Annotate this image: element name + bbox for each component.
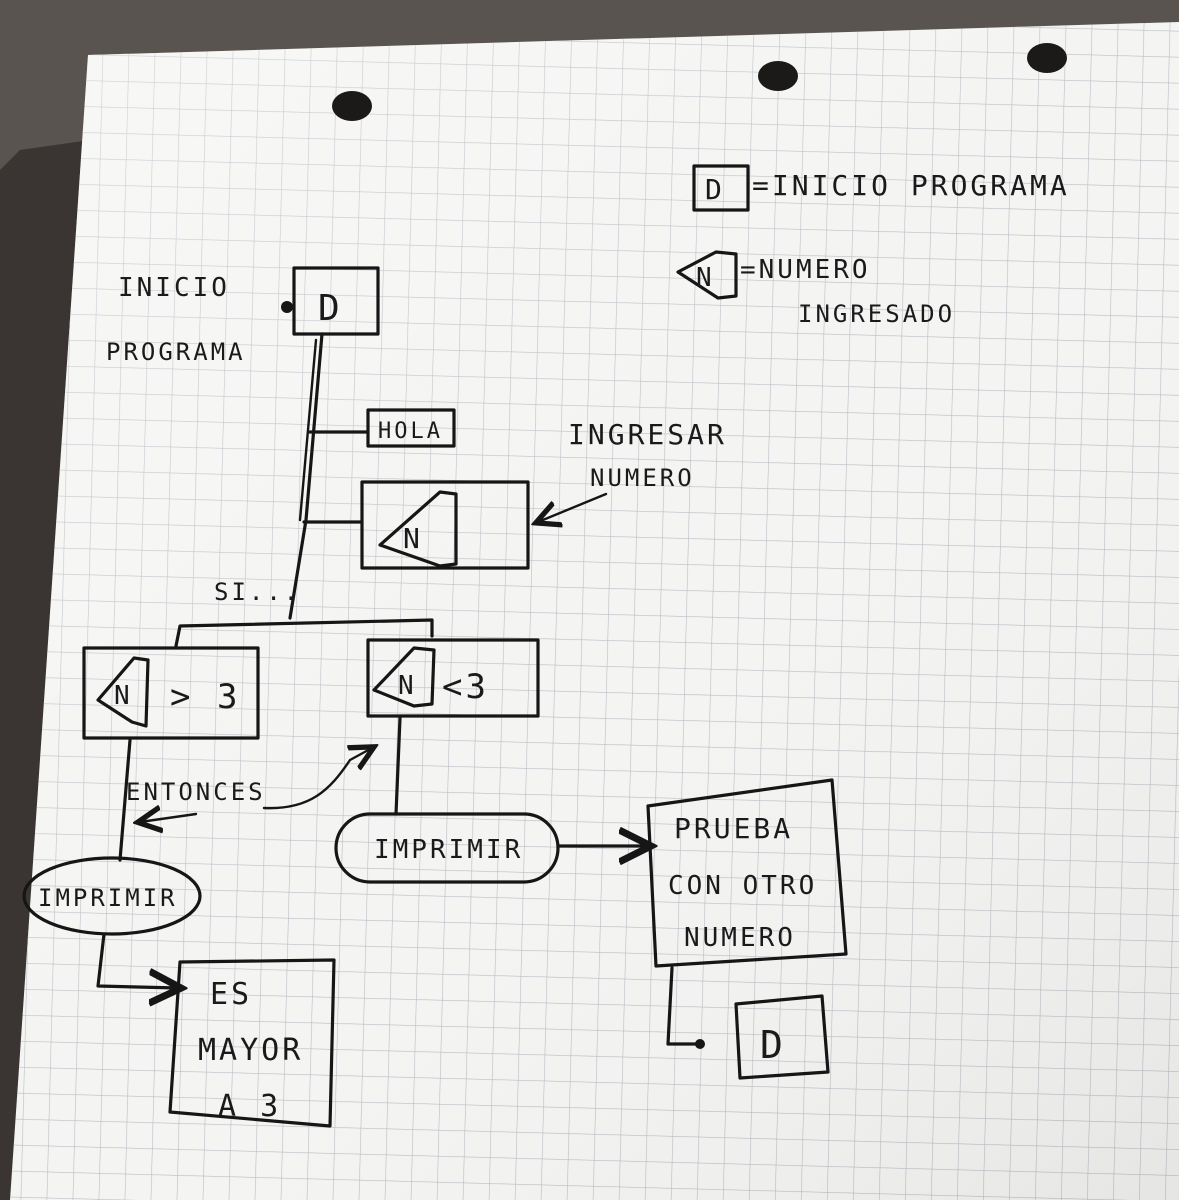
input-symbol: N [403,522,423,555]
ingresar-text-line2: NUMERO [590,464,695,492]
end-box [734,994,830,1080]
condition-left-n: N [114,681,133,711]
main-spine [288,332,324,620]
to-end-line [666,966,700,1046]
imprimir-right-text: IMPRIMIR [374,835,523,865]
legend-start-box [692,164,750,212]
binder-hole-3 [1027,43,1067,73]
right-branch-line [394,716,402,816]
legend-input-symbol: N [696,263,715,293]
condition-left-box [82,646,260,740]
es-mayor-line2: MAYOR [198,1033,303,1068]
prueba-line3: NUMERO [684,923,796,953]
condition-right-box [366,638,540,718]
start-dot [281,301,293,313]
input-box [360,480,530,570]
start-symbol: D [318,288,343,329]
end-dot [695,1039,705,1049]
imprimir-right-capsule [334,812,560,884]
binder-hole-1 [332,91,372,121]
condition-right-n: N [398,671,417,701]
prueba-line1: PRUEBA [674,812,793,845]
legend-start-symbol: D [705,173,725,206]
condition-right-op: <3 [442,667,489,707]
hola-box [366,408,456,448]
input-symbol-shape [378,490,458,568]
prueba-box [646,778,848,968]
ingresar-text-line1: INGRESAR [568,418,727,451]
legend-start-text: =INICIO PROGRAMA [752,169,1070,202]
ingresar-arrow [538,492,608,522]
binder-hole-2 [758,61,798,91]
legend-number-text: =NUMERO [740,255,871,285]
branch-line [174,618,434,648]
es-mayor-line1: ES [210,977,252,1012]
es-mayor-box [168,958,336,1128]
prueba-line2: CON OTRO [668,871,817,901]
legend-number-text-line2: INGRESADO [798,300,955,328]
imprimir-left-ellipse [22,856,202,936]
hola-text: HOLA [378,419,443,444]
condition-left-op: > 3 [170,677,240,717]
start-box [292,266,380,336]
es-mayor-line3: A 3 [218,1089,281,1124]
legend: D =INICIO PROGRAMA N =NUMERO INGRESADO [676,164,1070,328]
si-text: SI... [214,578,301,606]
condition-right-symbol-shape [372,646,436,708]
entonces-arrow-right [262,748,372,810]
entonces-text: ENTONCES [126,778,266,806]
condition-left-symbol-shape [96,656,150,728]
start-label-line2: PROGRAMA [106,338,246,366]
start-label-line1: INICIO [118,273,230,303]
imprimir-left-text: IMPRIMIR [38,884,178,912]
left-branch-line [118,738,132,862]
end-symbol: D [760,1023,786,1067]
to-es-mayor-line [96,932,178,988]
legend-input-symbol-shape [676,250,738,300]
entonces-arrow-left [140,814,198,822]
